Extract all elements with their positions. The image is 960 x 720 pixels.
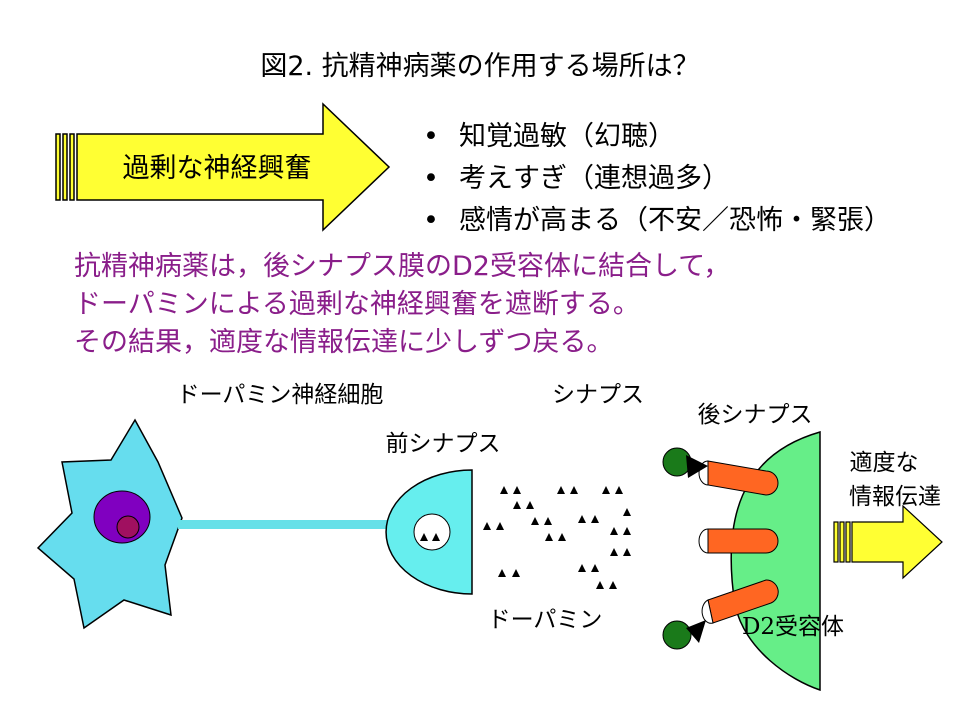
dopamine-molecule bbox=[610, 527, 618, 535]
summary-text: 抗精神病薬は，後シナプス膜のD2受容体に結合して， ドーパミンによる過剰な神経興… bbox=[74, 248, 730, 362]
dopamine-molecule bbox=[623, 527, 631, 535]
neuron-label: ドーパミン神経細胞 bbox=[177, 382, 384, 408]
dopamine-molecule bbox=[526, 501, 534, 509]
page-title: 図2. 抗精神病薬の作用する場所は？ bbox=[260, 51, 700, 82]
dopamine-molecule bbox=[545, 533, 553, 541]
dopamine-molecule bbox=[483, 522, 491, 530]
dopamine-molecule bbox=[591, 515, 599, 523]
summary-line: その結果，適度な情報伝達に少しずつ戻る。 bbox=[74, 327, 614, 358]
dopamine-molecule bbox=[623, 548, 631, 556]
symptom-list: 知覚過敏（幻聴） 考えすぎ（連想過多） 感情が高まる（不安／恐怖・緊張） bbox=[423, 116, 891, 242]
presynapse-label: 前シナプス bbox=[386, 431, 501, 457]
axon bbox=[178, 520, 390, 529]
dopamine-molecule bbox=[531, 517, 539, 525]
summary-line: 抗精神病薬は，後シナプス膜のD2受容体に結合して， bbox=[74, 251, 731, 282]
dopamine-molecule bbox=[610, 548, 618, 556]
dopamine-molecule bbox=[498, 569, 506, 577]
vesicle-dopamine bbox=[420, 533, 440, 541]
d2-receptor-bottom bbox=[701, 579, 779, 624]
dopamine-molecule bbox=[512, 569, 520, 577]
drug-molecule-top bbox=[662, 447, 708, 478]
drug-molecule-bottom bbox=[662, 620, 706, 650]
dopamine-molecule bbox=[513, 501, 521, 509]
dopamine-molecule bbox=[570, 486, 578, 494]
dopamine-molecule bbox=[615, 486, 623, 494]
output-arrow bbox=[833, 504, 943, 580]
d2-receptor-middle bbox=[698, 528, 779, 554]
dopamine-molecule bbox=[557, 486, 565, 494]
receptor-label: D2受容体 bbox=[742, 614, 844, 640]
dopamine-molecule bbox=[500, 486, 508, 494]
dopamine-molecule bbox=[558, 533, 566, 541]
dopamine-molecule bbox=[513, 486, 521, 494]
nucleolus bbox=[116, 515, 140, 539]
dopamine-label: ドーパミン bbox=[488, 607, 603, 633]
synapse-label: シナプス bbox=[552, 382, 644, 408]
summary-line: ドーパミンによる過剰な神経興奮を遮断する。 bbox=[74, 289, 640, 320]
dopamine-molecule bbox=[496, 522, 504, 530]
dopamine-molecule bbox=[591, 564, 599, 572]
symptom-item: 感情が高まる（不安／恐怖・緊張） bbox=[423, 200, 891, 242]
dopamine-molecule bbox=[544, 517, 552, 525]
dopamine-molecules bbox=[483, 486, 631, 589]
excitation-arrow-label: 過剰な神経興奮 bbox=[123, 153, 312, 184]
postsynapse-label: 後シナプス bbox=[698, 402, 813, 428]
dopamine-molecule bbox=[596, 581, 604, 589]
dopamine-molecule bbox=[609, 581, 617, 589]
dopamine-molecule bbox=[578, 564, 586, 572]
output-label-line2: 情報伝達 bbox=[849, 484, 941, 510]
dopamine-molecule bbox=[602, 486, 610, 494]
dopamine-molecule bbox=[578, 515, 586, 523]
symptom-item: 考えすぎ（連想過多） bbox=[423, 158, 891, 200]
symptom-item: 知覚過敏（幻聴） bbox=[423, 116, 891, 158]
dopamine-molecule bbox=[623, 508, 631, 516]
output-label-line1: 適度な bbox=[850, 450, 919, 476]
synaptic-vesicle bbox=[413, 513, 451, 551]
excitation-arrow bbox=[55, 102, 391, 232]
